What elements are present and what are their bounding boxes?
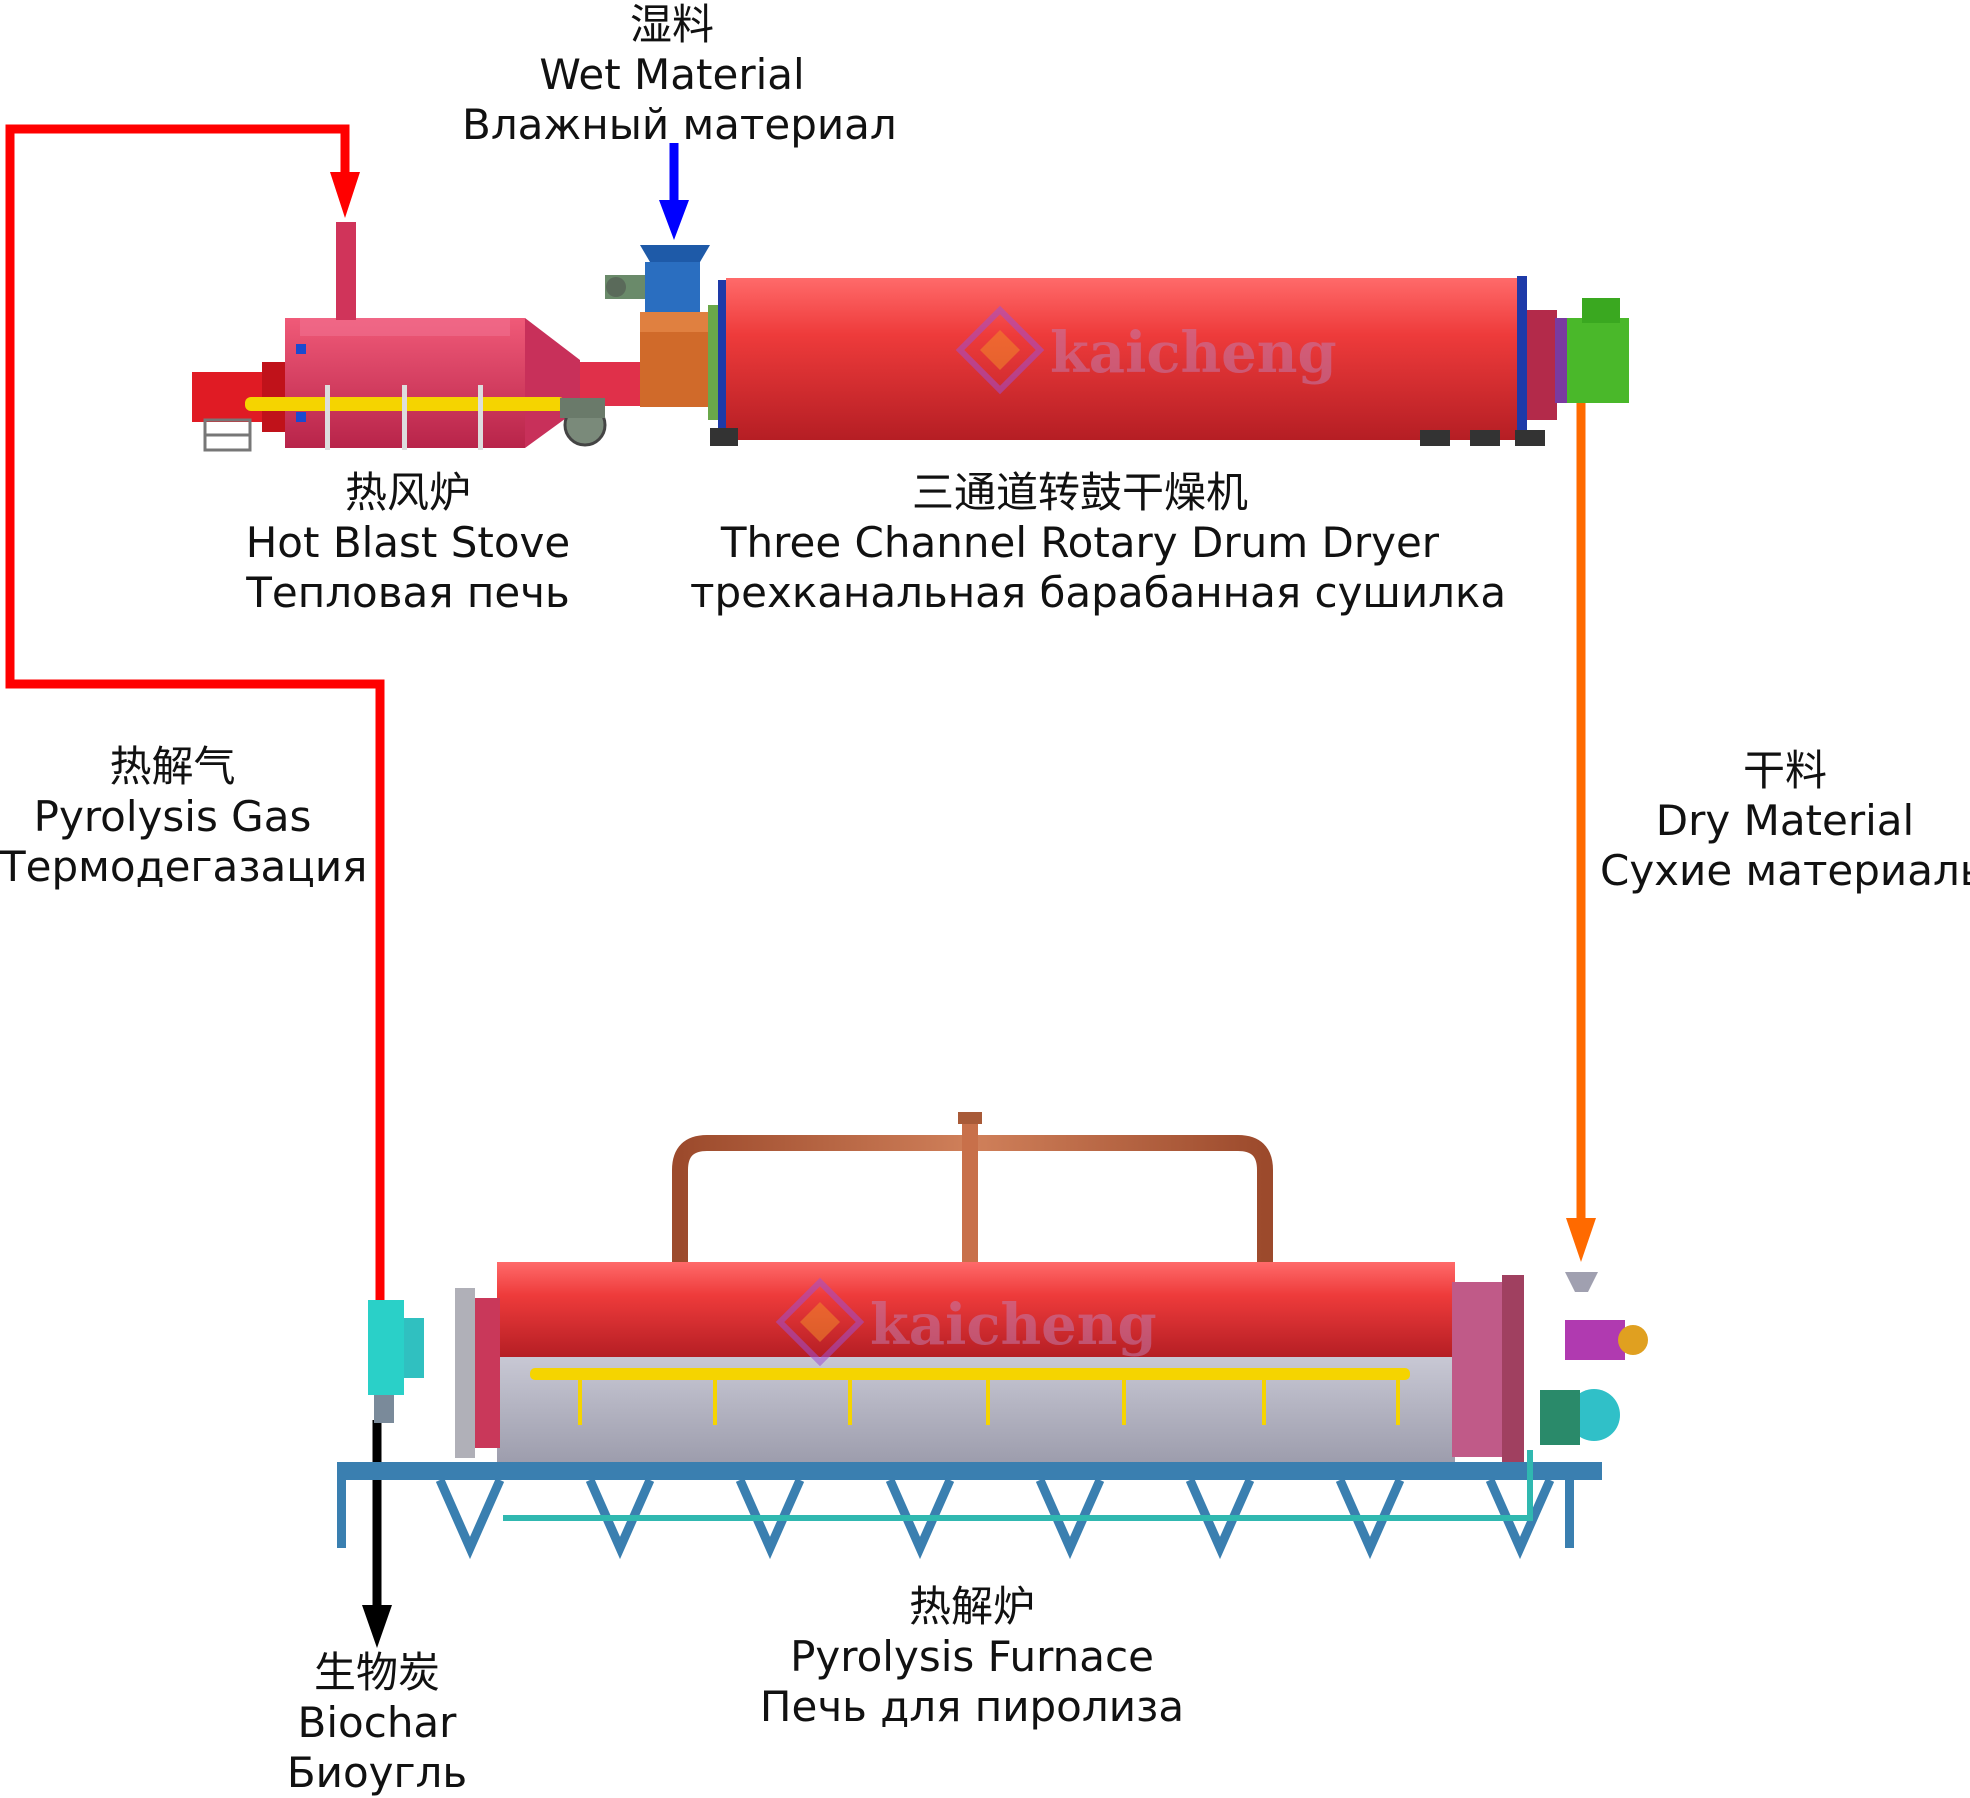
- hot-blast-stove: [192, 222, 650, 452]
- biochar-label: 生物炭 Biochar Биоугль: [257, 1648, 497, 1798]
- wet-material-zh: 湿料: [629, 0, 714, 49]
- watermark-logo-dryer: [955, 305, 1045, 395]
- hot-blast-stove-label: 热风炉 Hot Blast Stove Тепловая печь: [218, 468, 598, 618]
- biochar-en: Biochar: [297, 1698, 457, 1747]
- dryer-zh: 三通道转鼓干燥机: [911, 468, 1248, 517]
- wet-material-en: Wet Material: [539, 50, 805, 99]
- biochar-ru: Биоугль: [286, 1748, 468, 1797]
- pyrolysis-furnace-label: 热解炉 Pyrolysis Furnace Печь для пиролиза: [742, 1582, 1202, 1732]
- rotary-drum-dryer: [605, 245, 1629, 446]
- watermark-text-furnace: kaicheng: [870, 1292, 1157, 1358]
- wet-material-ru: Влажный материал: [462, 100, 897, 149]
- wet-material-arrowhead: [659, 200, 689, 240]
- dryer-label: 三通道转鼓干燥机 Three Channel Rotary Drum Dryer…: [690, 468, 1507, 618]
- wet-material-label: 湿料 Wet Material Влажный материал: [462, 0, 897, 150]
- pyrolysis-furnace-zh: 热解炉: [908, 1582, 1035, 1631]
- dryer-ru: трехканальная барабанная сушилка: [690, 568, 1507, 617]
- pyrolysis-gas-en: Pyrolysis Gas: [33, 792, 312, 841]
- biochar-arrowhead: [362, 1605, 392, 1648]
- pyrolysis-furnace-en: Pyrolysis Furnace: [790, 1632, 1154, 1681]
- dry-material-zh: 干料: [1742, 746, 1827, 795]
- pyrolysis-gas-arrowhead: [330, 172, 360, 218]
- hot-blast-stove-zh: 热风炉: [344, 468, 471, 517]
- pyrolysis-gas-line: [5, 124, 385, 1300]
- pyrolysis-gas-label: 热解气 Pyrolysis Gas Термодегазация: [0, 742, 368, 892]
- dry-material-en: Dry Material: [1655, 796, 1915, 845]
- watermark-logo-furnace: [775, 1277, 865, 1367]
- pyrolysis-gas-zh: 热解气: [109, 742, 236, 791]
- hot-blast-stove-en: Hot Blast Stove: [245, 518, 571, 567]
- pyrolysis-gas-ru: Термодегазация: [0, 842, 368, 891]
- pyrolysis-furnace: [337, 1112, 1648, 1560]
- dryer-en: Three Channel Rotary Drum Dryer: [720, 518, 1440, 567]
- dry-material-arrowhead: [1566, 1218, 1596, 1262]
- biochar-zh: 生物炭: [313, 1648, 440, 1697]
- dry-material-label: 干料 Dry Material Сухие материалы: [1600, 746, 1970, 896]
- dry-material-ru: Сухие материалы: [1600, 846, 1970, 895]
- watermark-text-dryer: kaicheng: [1050, 320, 1337, 386]
- hot-blast-stove-ru: Тепловая печь: [246, 568, 570, 617]
- pyrolysis-furnace-ru: Печь для пиролиза: [759, 1682, 1185, 1731]
